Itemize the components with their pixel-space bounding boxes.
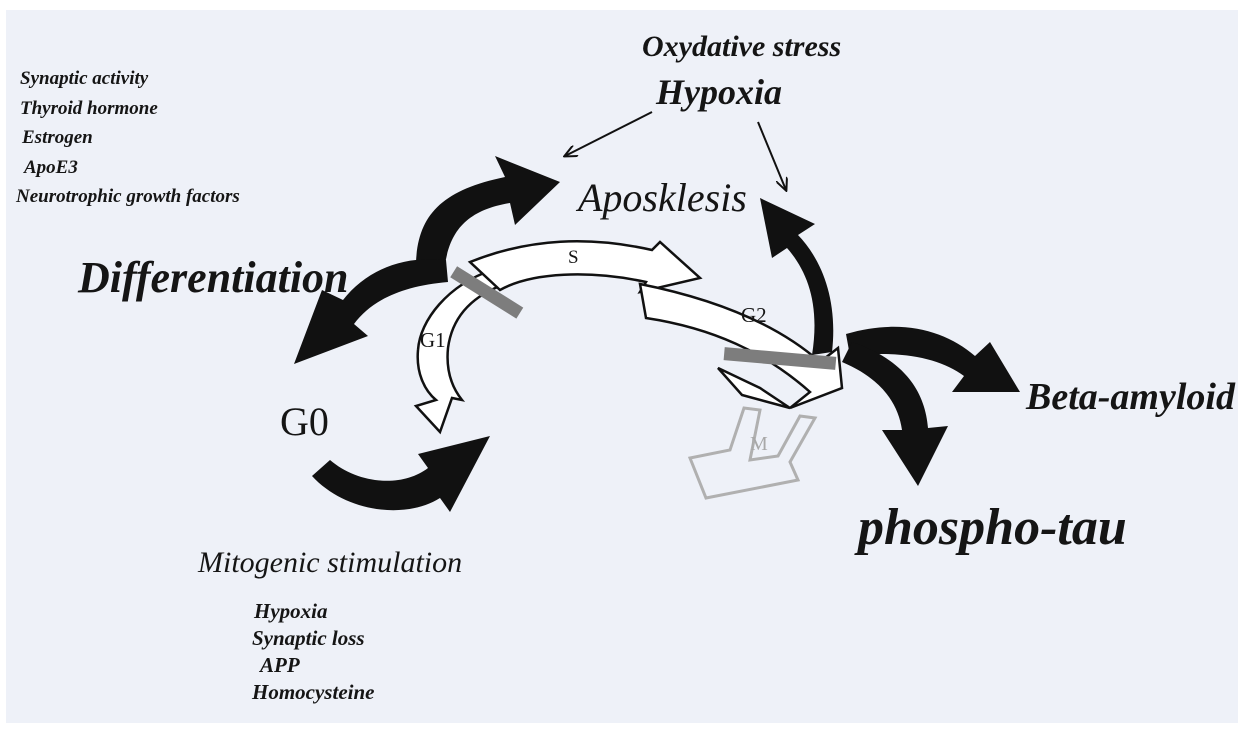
factor-item: ApoE3 bbox=[24, 156, 78, 178]
g1-s-checkpoint-bar bbox=[450, 266, 524, 319]
g2-arrow-tip bbox=[717, 366, 791, 410]
g1-label: G1 bbox=[420, 328, 446, 352]
s-label: S bbox=[568, 247, 579, 268]
g2-label: G2 bbox=[741, 303, 767, 327]
arrow-to-aposklesis-left bbox=[416, 156, 560, 265]
mitogenic-item: Hypoxia bbox=[254, 599, 328, 623]
oxydative-stress-label: Oxydative stress bbox=[642, 30, 842, 63]
mitogenic-item: APP bbox=[260, 653, 300, 677]
mitogenic-item: Homocysteine bbox=[252, 680, 375, 704]
m-phase-arrow bbox=[687, 406, 818, 500]
arrow-to-aposklesis-right bbox=[760, 198, 834, 355]
s-phase-arrow bbox=[467, 240, 703, 294]
diagram-background bbox=[6, 10, 1238, 723]
phospho-tau-label: phospho-tau bbox=[858, 499, 1127, 556]
g0-label: G0 bbox=[280, 399, 329, 444]
g1-phase-arrow bbox=[413, 268, 502, 435]
factor-item: Thyroid hormone bbox=[20, 97, 158, 119]
g2-m-checkpoint-bar bbox=[723, 347, 837, 370]
m-label: M bbox=[750, 433, 768, 455]
g2-phase-arrow bbox=[638, 282, 844, 410]
mitogenic-item: Synaptic loss bbox=[252, 626, 365, 650]
oxydative-to-aposklesis-arrow bbox=[565, 111, 653, 156]
mitogenic-factor-list: Hypoxia Synaptic loss APP Homocysteine bbox=[252, 598, 374, 706]
aposklesis-label: Aposklesis bbox=[578, 175, 747, 220]
hypoxia-to-aposklesis-arrow bbox=[757, 121, 786, 190]
arrow-g0-to-g1 bbox=[312, 436, 490, 512]
differentiation-label: Differentiation bbox=[78, 253, 349, 302]
top-left-factor-list: Synaptic activity Thyroid hormone Estrog… bbox=[16, 64, 240, 212]
factor-item: Synaptic activity bbox=[20, 68, 149, 89]
hypoxia-label: Hypoxia bbox=[656, 72, 782, 112]
factor-item: Estrogen bbox=[22, 127, 93, 148]
arrow-to-differentiation bbox=[294, 259, 448, 364]
arrow-to-beta-amyloid bbox=[846, 326, 1020, 392]
mitogenic-stimulation-title: Mitogenic stimulation bbox=[198, 546, 463, 579]
factor-item: Neurotrophic growth factors bbox=[16, 186, 240, 207]
arrow-to-phospho-tau bbox=[842, 342, 948, 486]
beta-amyloid-label: Beta-amyloid bbox=[1026, 376, 1235, 418]
